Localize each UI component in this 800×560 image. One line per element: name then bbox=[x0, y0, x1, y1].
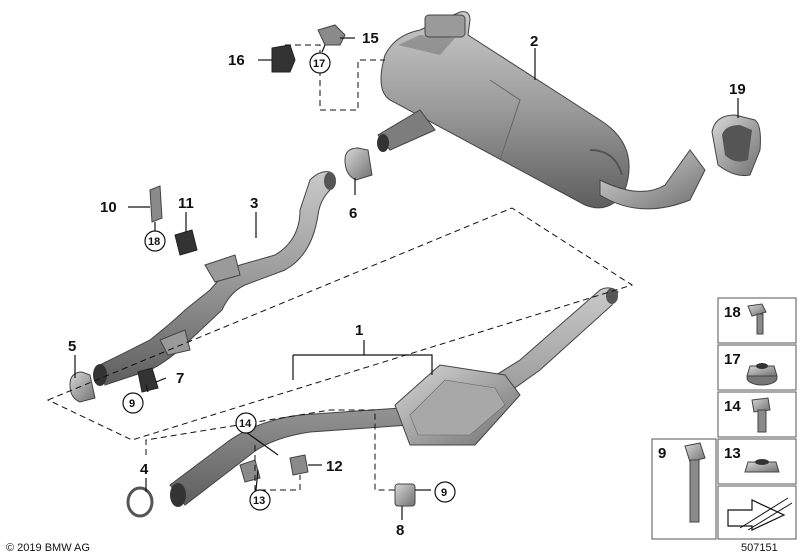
label-part-5: 5 bbox=[68, 338, 76, 355]
label-part-19: 19 bbox=[729, 81, 746, 98]
legend-label-17: 17 bbox=[724, 351, 741, 368]
label-part-14: 14 bbox=[239, 418, 252, 430]
intermediate-pipe bbox=[93, 171, 336, 386]
copyright-notice: © 2019 BMW AG bbox=[6, 542, 90, 554]
legend-label-18: 18 bbox=[724, 304, 741, 321]
nut-13-icon bbox=[744, 459, 780, 473]
rubber-mount-7 bbox=[137, 367, 159, 393]
label-part-16: 16 bbox=[228, 52, 245, 69]
rear-silencer bbox=[377, 11, 706, 210]
circled-label-text: 9 9 13 14 17 18 bbox=[129, 58, 447, 507]
circled-labels bbox=[122, 52, 456, 511]
clamp-6 bbox=[344, 147, 373, 181]
legend-label-9: 9 bbox=[658, 445, 666, 462]
label-part-6: 6 bbox=[349, 205, 357, 222]
label-part-9-b: 9 bbox=[441, 487, 447, 499]
label-part-15: 15 bbox=[362, 30, 379, 47]
bracket-10 bbox=[149, 185, 163, 223]
label-part-13: 13 bbox=[253, 495, 265, 507]
label-part-12: 12 bbox=[326, 458, 343, 475]
leader-lines bbox=[74, 37, 739, 520]
dashed-outlines bbox=[46, 44, 634, 491]
legend-label-13: 13 bbox=[724, 445, 741, 462]
bolt-18-icon bbox=[747, 303, 767, 335]
rubber-mount-16 bbox=[271, 44, 296, 73]
label-part-2: 2 bbox=[530, 33, 538, 50]
label-part-11: 11 bbox=[178, 195, 194, 212]
label-part-9-a: 9 bbox=[129, 398, 135, 410]
rubber-mount-11 bbox=[174, 229, 198, 256]
drawing-number: 507151 bbox=[741, 542, 778, 554]
label-part-1: 1 bbox=[355, 322, 363, 339]
label-part-8: 8 bbox=[396, 522, 404, 539]
label-part-4: 4 bbox=[140, 461, 149, 478]
bolt-14-icon bbox=[751, 397, 771, 433]
bolt-9-icon bbox=[684, 442, 706, 523]
label-part-10: 10 bbox=[100, 199, 117, 216]
rubber-mount-8 bbox=[394, 483, 416, 507]
front-pipe-catalytic-converter bbox=[169, 287, 619, 506]
direction-arrow-icon bbox=[727, 497, 793, 531]
bracket-12 bbox=[289, 454, 309, 476]
fastener-legend: 18 17 14 13 9 bbox=[651, 297, 797, 540]
legend-label-14: 14 bbox=[724, 398, 741, 415]
label-part-17: 17 bbox=[313, 58, 325, 70]
nut-17-icon bbox=[746, 363, 778, 386]
bracket-15 bbox=[317, 24, 346, 46]
clamp-4 bbox=[126, 483, 186, 518]
tailpipe-trim bbox=[711, 114, 761, 176]
label-part-18: 18 bbox=[148, 236, 160, 248]
part-labels: 1 2 3 4 5 6 7 8 10 11 12 15 16 19 bbox=[68, 30, 746, 539]
label-part-7: 7 bbox=[176, 370, 184, 387]
clamp-5 bbox=[69, 371, 96, 403]
label-part-3: 3 bbox=[250, 195, 258, 212]
